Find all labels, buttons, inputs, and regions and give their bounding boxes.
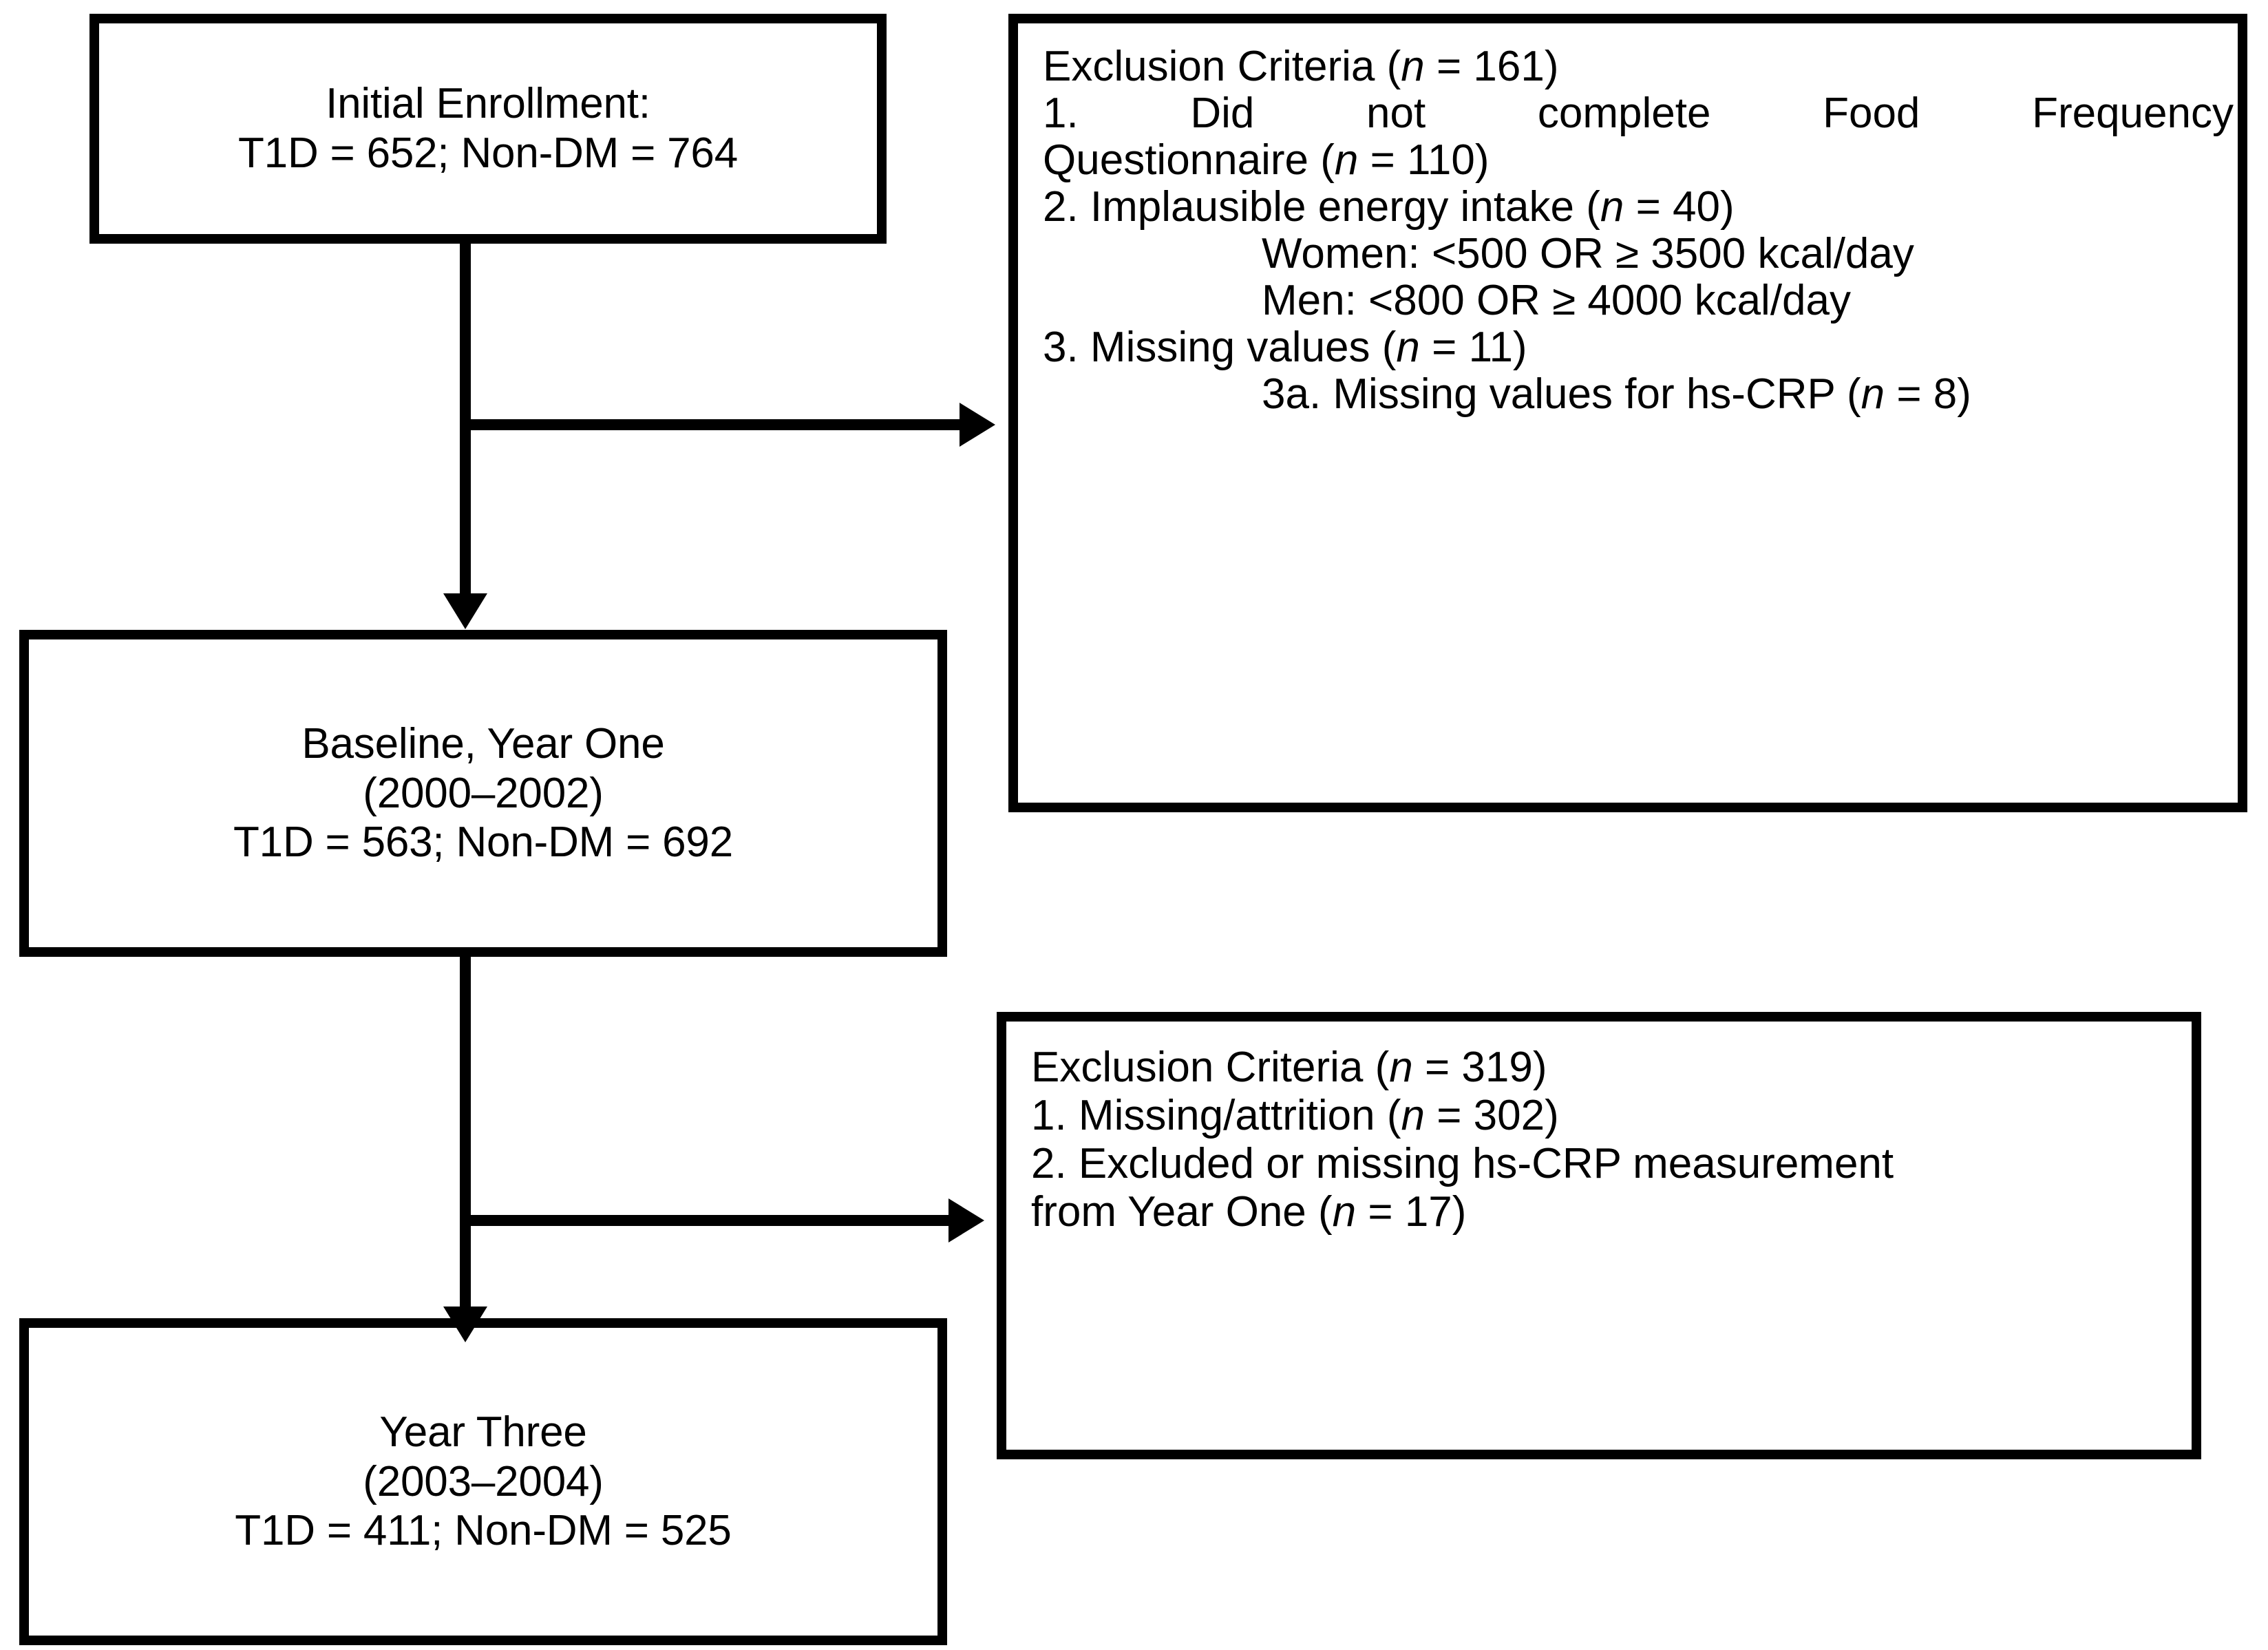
year-three-box: Year Three (2003–2004) T1D = 411; Non-DM… (19, 1318, 947, 1645)
exclusion-2-heading-post: = 319) (1412, 1044, 1547, 1091)
exclusion-1-item-1-line-1: 1. Did not complete Food Frequency (1043, 89, 2234, 137)
exclusion-criteria-box-2: Exclusion Criteria (n = 319) 1. Missing/… (997, 1012, 2201, 1459)
year-three-line-3: T1D = 411; Non-DM = 525 (235, 1507, 732, 1555)
exclusion-1-item-1-pre: Questionnaire ( (1043, 136, 1335, 184)
initial-enrollment-line-1: Initial Enrollment: (326, 80, 650, 128)
baseline-line-3: T1D = 563; Non-DM = 692 (233, 818, 733, 867)
exclusion-1-item-6-post: = 8) (1885, 370, 1971, 418)
exclusion-1-item-1-n: n (1334, 136, 1359, 184)
exclusion-2-heading-n: n (1389, 1044, 1413, 1091)
baseline-line-2: (2000–2002) (363, 769, 604, 817)
exclusion-2-item-2-n: n (1332, 1188, 1357, 1236)
exclusion-1-item-2: 2. Implausible energy intake (n = 40) (1043, 186, 1735, 229)
exclusion-1-item-2-pre: 2. Implausible energy intake ( (1043, 183, 1600, 231)
exclusion-2-item-1-post: = 302) (1425, 1092, 1559, 1139)
baseline-line-1: Baseline, Year One (301, 719, 665, 768)
exclusion-2-item-1-n: n (1401, 1092, 1425, 1139)
initial-enrollment-box: Initial Enrollment: T1D = 652; Non-DM = … (89, 14, 887, 244)
exclusion-1-item-6-n: n (1861, 370, 1885, 418)
exclusion-2-item-2-line-1: 2. Excluded or missing hs-CRP measuremen… (1031, 1140, 1894, 1187)
exclusion-1-heading-pre: Exclusion Criteria ( (1043, 43, 1401, 90)
exclusion-1-item-3-women: Women: <500 OR ≥ 3500 kcal/day (1262, 230, 1914, 277)
arrow-branch-to-exclusion-2-stem (460, 1215, 950, 1226)
arrow-branch-to-exclusion-1-head (960, 403, 995, 447)
baseline-year-one-box: Baseline, Year One (2000–2002) T1D = 563… (19, 630, 947, 957)
exclusion-2-item-2-pre: from Year One ( (1031, 1188, 1333, 1236)
exclusion-criteria-box-1: Exclusion Criteria (n = 161) 1. Did not … (1008, 14, 2247, 812)
year-three-line-1: Year Three (379, 1408, 587, 1456)
exclusion-1-item-5: 3. Missing values (n = 11) (1043, 326, 1527, 369)
exclusion-1-item-4-men: Men: <800 OR ≥ 4000 kcal/day (1262, 277, 1852, 324)
exclusion-1-item-6-pre: 3a. Missing values for hs-CRP ( (1262, 370, 1861, 418)
exclusion-1-heading-post: = 161) (1424, 43, 1559, 90)
arrow-branch-to-exclusion-2-head (948, 1198, 984, 1242)
exclusion-2-heading-pre: Exclusion Criteria ( (1031, 1044, 1390, 1091)
arrow-baseline-to-year-three-stem (460, 957, 471, 1308)
exclusion-2-item-1: 1. Missing/attrition (n = 302) (1031, 1094, 1559, 1137)
exclusion-1-item-5-pre: 3. Missing values ( (1043, 324, 1397, 371)
exclusion-2-item-1-pre: 1. Missing/attrition ( (1031, 1092, 1401, 1139)
exclusion-1-item-5-n: n (1396, 324, 1420, 371)
exclusion-1-item-1-line-2: Questionnaire (n = 110) (1043, 139, 1490, 182)
initial-enrollment-line-2: T1D = 652; Non-DM = 764 (238, 129, 738, 177)
exclusion-1-item-5-post: = 11) (1419, 324, 1527, 371)
exclusion-1-heading: Exclusion Criteria (n = 161) (1043, 45, 1558, 88)
exclusion-1-item-1-post: = 110) (1358, 136, 1490, 184)
year-three-line-2: (2003–2004) (363, 1457, 604, 1505)
exclusion-2-heading: Exclusion Criteria (n = 319) (1031, 1046, 1547, 1089)
arrow-initial-to-baseline-head (443, 593, 487, 629)
exclusion-1-item-2-post: = 40) (1624, 183, 1735, 231)
exclusion-1-heading-n: n (1401, 43, 1425, 90)
arrow-baseline-to-year-three-head (443, 1307, 487, 1342)
arrow-branch-to-exclusion-1-stem (460, 419, 961, 430)
exclusion-2-item-2-line-2: from Year One (n = 17) (1031, 1191, 1466, 1234)
exclusion-1-item-6: 3a. Missing values for hs-CRP (n = 8) (1043, 373, 1971, 416)
exclusion-1-item-2-n: n (1600, 183, 1624, 231)
exclusion-2-item-2-post: = 17) (1356, 1188, 1467, 1236)
